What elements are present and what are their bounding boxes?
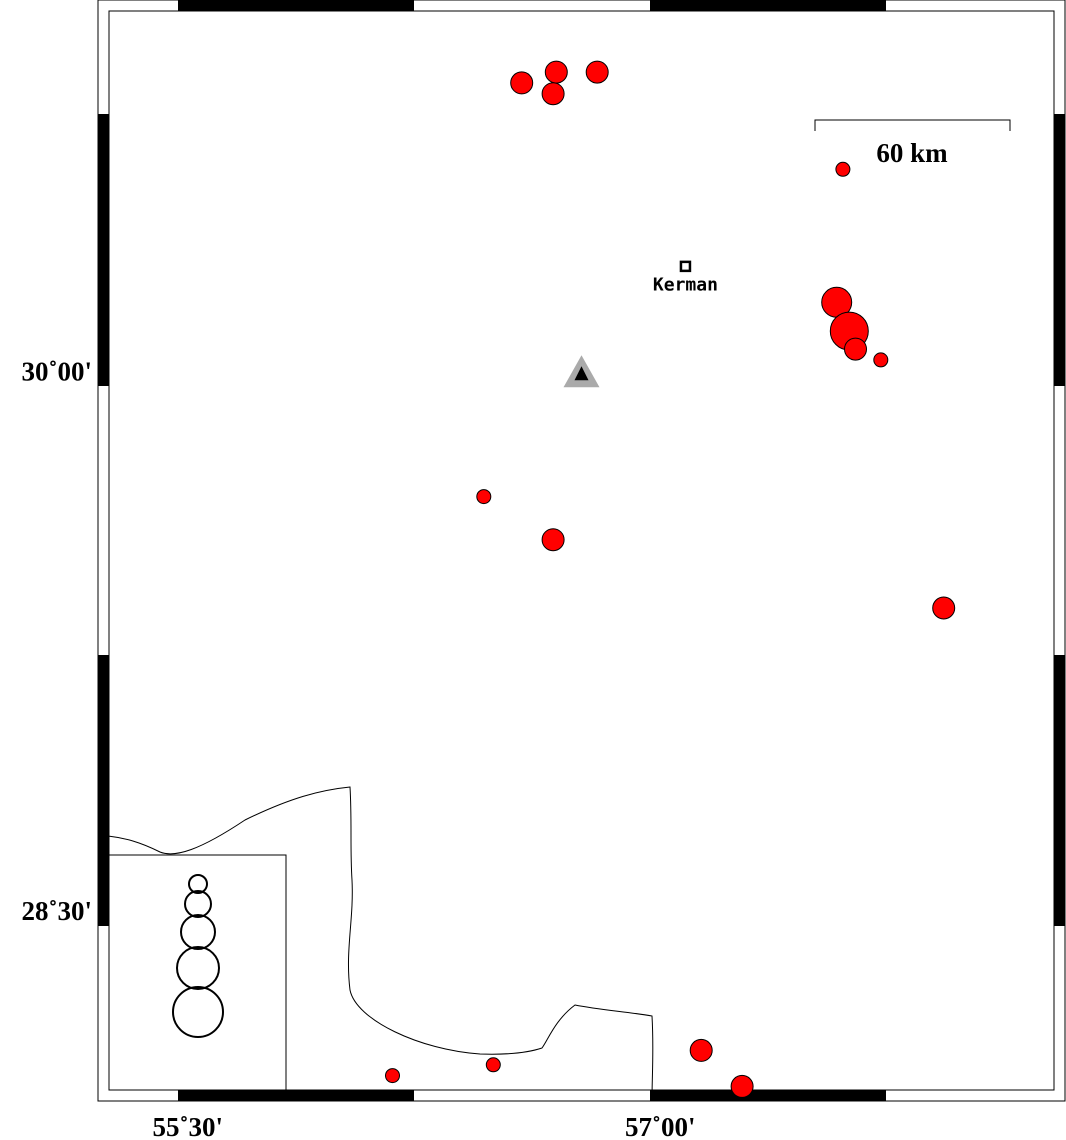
earthquake-event-3[interactable] [541, 82, 565, 106]
city-square-icon [679, 260, 692, 273]
earthquake-event-9[interactable] [873, 352, 889, 368]
city-marker[interactable]: Kerman [653, 260, 718, 296]
scale-bar-line [814, 119, 1011, 131]
coastline [107, 786, 654, 1101]
earthquake-event-4[interactable] [585, 60, 609, 84]
legend-circle-size-2 [184, 890, 212, 918]
earthquake-event-12[interactable] [932, 596, 956, 620]
legend-box [108, 854, 287, 1091]
earthquake-event-11[interactable] [541, 528, 565, 552]
tick-labels: 55˚30' 57˚00' 30˚00' 28˚30' [22, 357, 696, 1140]
earthquake-event-10[interactable] [476, 489, 492, 505]
y-tick-label-1: 30˚00' [22, 357, 93, 387]
y-tick-label-2: 28˚30' [22, 896, 93, 926]
legend-circle-size-4 [176, 946, 220, 990]
station-triangle-icon [574, 366, 589, 381]
earthquake-event-16[interactable] [730, 1074, 754, 1098]
scale-bar-label: 60 km [876, 138, 948, 168]
x-tick-label-2: 57˚00' [625, 1112, 696, 1140]
city-label: Kerman [653, 274, 718, 295]
events-layer [385, 60, 956, 1098]
earthquake-event-8[interactable] [844, 337, 867, 361]
earthquake-event-1[interactable] [510, 71, 534, 95]
scale-bar: 60 km [814, 119, 1011, 168]
earthquake-event-5[interactable] [835, 161, 851, 177]
earthquake-event-2[interactable] [544, 60, 568, 84]
x-tick-label-1: 55˚30' [153, 1112, 224, 1140]
magnitude-legend [172, 874, 224, 1038]
legend-circle-size-5 [172, 986, 224, 1038]
map-frame [97, 0, 1066, 1102]
legend-circle-size-3 [180, 914, 216, 950]
station-marker[interactable] [563, 355, 600, 388]
earthquake-event-13[interactable] [385, 1068, 400, 1084]
earthquake-event-15[interactable] [689, 1038, 713, 1062]
legend-circle-size-1 [188, 874, 208, 894]
earthquake-event-14[interactable] [485, 1057, 501, 1073]
